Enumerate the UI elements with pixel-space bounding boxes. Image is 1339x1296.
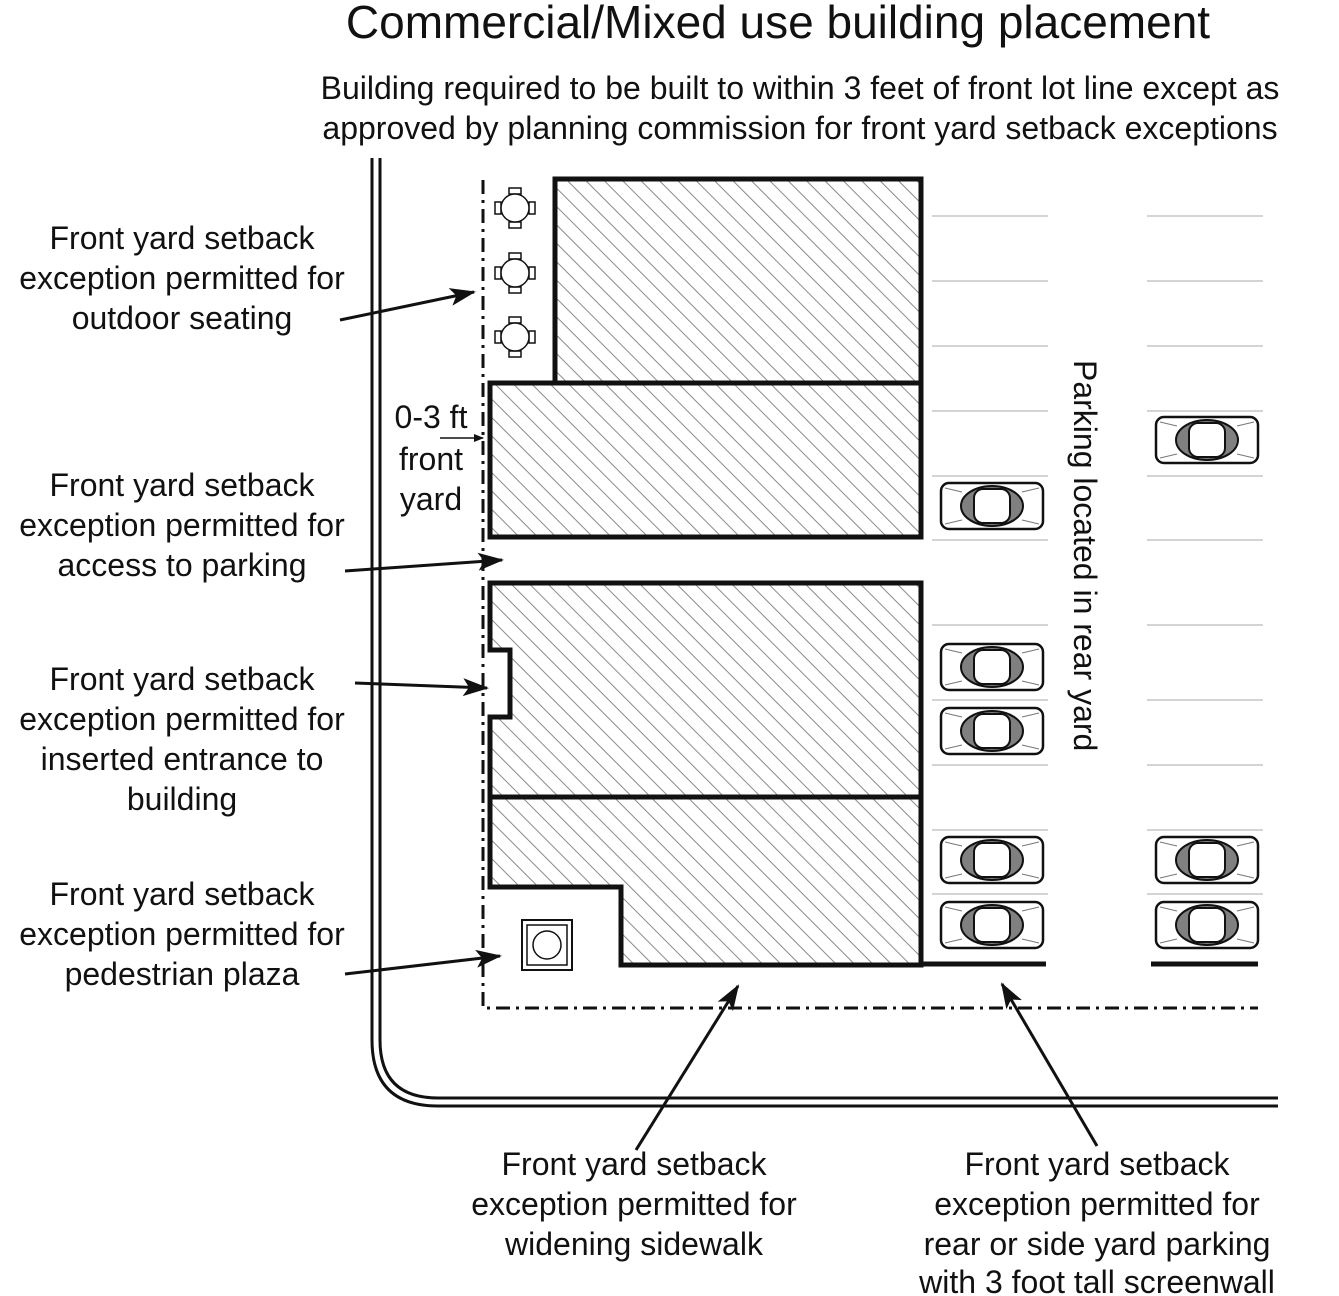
label-outdoor-seating: Front yard setback exception permitted f…: [19, 220, 345, 336]
svg-text:Front yard setback: Front yard setback: [50, 220, 316, 256]
parking-rear-label: Parking located in rear yard: [1067, 360, 1103, 751]
label-access-parking: Front yard setback exception permitted f…: [19, 467, 345, 583]
car-icon: [939, 835, 1045, 885]
building-2: [487, 380, 924, 540]
car-icon: [939, 900, 1045, 950]
arrow-access-parking: [344, 552, 504, 573]
front-lot-line: [481, 180, 1258, 1010]
road-curb-inner: [378, 158, 1278, 1100]
road-curb-outer: [370, 158, 1278, 1108]
svg-text:exception permitted for: exception permitted for: [19, 507, 345, 543]
subtitle-line-1: Building required to be built to within …: [321, 70, 1280, 106]
car-icon: [939, 642, 1045, 692]
svg-text:front: front: [399, 441, 463, 477]
svg-text:Front yard setback: Front yard setback: [965, 1146, 1231, 1182]
label-rear-side-parking: Front yard setback exception permitted f…: [918, 1146, 1275, 1296]
car-icon: [1154, 900, 1260, 950]
svg-text:with 3 foot tall screenwall: with 3 foot tall screenwall: [918, 1264, 1275, 1296]
label-widening-sidewalk: Front yard setback exception permitted f…: [471, 1146, 797, 1262]
parking-stall-lines: [932, 215, 1263, 895]
arrow-widening-sidewalk: [634, 984, 740, 1151]
svg-text:Front yard setback: Front yard setback: [50, 467, 316, 503]
svg-text:pedestrian plaza: pedestrian plaza: [65, 956, 300, 992]
svg-text:exception permitted for: exception permitted for: [19, 260, 345, 296]
svg-text:exception permitted for: exception permitted for: [934, 1186, 1260, 1222]
building-3-inserted-entrance: [487, 580, 924, 800]
outdoor-table-icon: [494, 187, 536, 229]
svg-text:access to parking: access to parking: [57, 547, 306, 583]
car-icon: [939, 706, 1045, 756]
svg-text:exception permitted for: exception permitted for: [19, 916, 345, 952]
outdoor-table-icon: [494, 316, 536, 358]
car-icon: [939, 481, 1045, 531]
building-1: [552, 176, 924, 386]
plaza-planter-icon: [521, 919, 573, 971]
svg-text:Front yard setback: Front yard setback: [50, 876, 316, 912]
arrow-outdoor-seating: [339, 288, 476, 322]
svg-text:exception permitted for: exception permitted for: [19, 701, 345, 737]
outdoor-table-icon: [494, 252, 536, 294]
arrow-inserted-entrance: [354, 678, 489, 697]
svg-text:Front yard setback: Front yard setback: [50, 661, 316, 697]
svg-text:outdoor seating: outdoor seating: [72, 300, 293, 336]
svg-text:rear or side yard parking: rear or side yard parking: [924, 1226, 1271, 1262]
svg-text:building: building: [127, 781, 237, 817]
arrow-screenwall: [1000, 982, 1099, 1147]
car-icon: [1154, 415, 1260, 465]
diagram-title: Commercial/Mixed use building placement: [346, 0, 1210, 48]
svg-text:exception permitted for: exception permitted for: [471, 1186, 797, 1222]
svg-text:widening sidewalk: widening sidewalk: [504, 1226, 764, 1262]
svg-text:inserted entrance to: inserted entrance to: [41, 741, 324, 777]
label-inserted-entrance: Front yard setback exception permitted f…: [19, 661, 345, 817]
svg-text:0-3 ft: 0-3 ft: [395, 399, 468, 435]
car-icon: [1154, 835, 1260, 885]
arrow-pedestrian-plaza: [344, 949, 502, 976]
svg-text:yard: yard: [400, 481, 462, 517]
svg-text:Front yard setback: Front yard setback: [502, 1146, 768, 1182]
label-pedestrian-plaza: Front yard setback exception permitted f…: [19, 876, 345, 992]
building-4-plaza: [487, 794, 924, 968]
label-front-yard-dimension: 0-3 ft front yard: [395, 399, 468, 517]
subtitle-line-2: approved by planning commission for fron…: [322, 110, 1277, 146]
